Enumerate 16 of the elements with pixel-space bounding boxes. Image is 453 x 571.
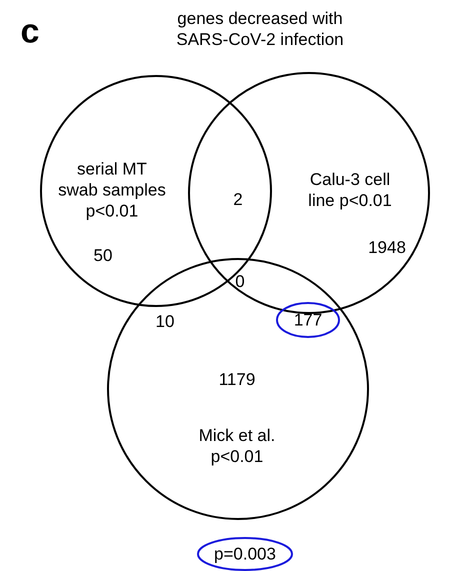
- highlight-ellipse: [197, 537, 293, 571]
- set-label: serial MT swab samples p<0.01: [57, 158, 167, 222]
- set-circle: [188, 72, 430, 314]
- region-count: 0: [235, 272, 245, 292]
- region-count: 1179: [218, 370, 256, 390]
- region-count: 50: [94, 246, 112, 266]
- region-count: 2: [233, 190, 243, 210]
- highlighted-value: p=0.003: [213, 544, 277, 564]
- set-circle: [40, 75, 272, 307]
- highlighted-value: 177: [292, 310, 324, 330]
- chart-title: genes decreased with SARS-CoV-2 infection: [175, 8, 345, 50]
- panel-letter: c: [20, 12, 40, 52]
- region-count: 1948: [368, 238, 406, 258]
- region-count: 10: [156, 312, 174, 332]
- set-label: Calu-3 cell line p<0.01: [307, 169, 393, 211]
- set-label: Mick et al. p<0.01: [198, 425, 276, 467]
